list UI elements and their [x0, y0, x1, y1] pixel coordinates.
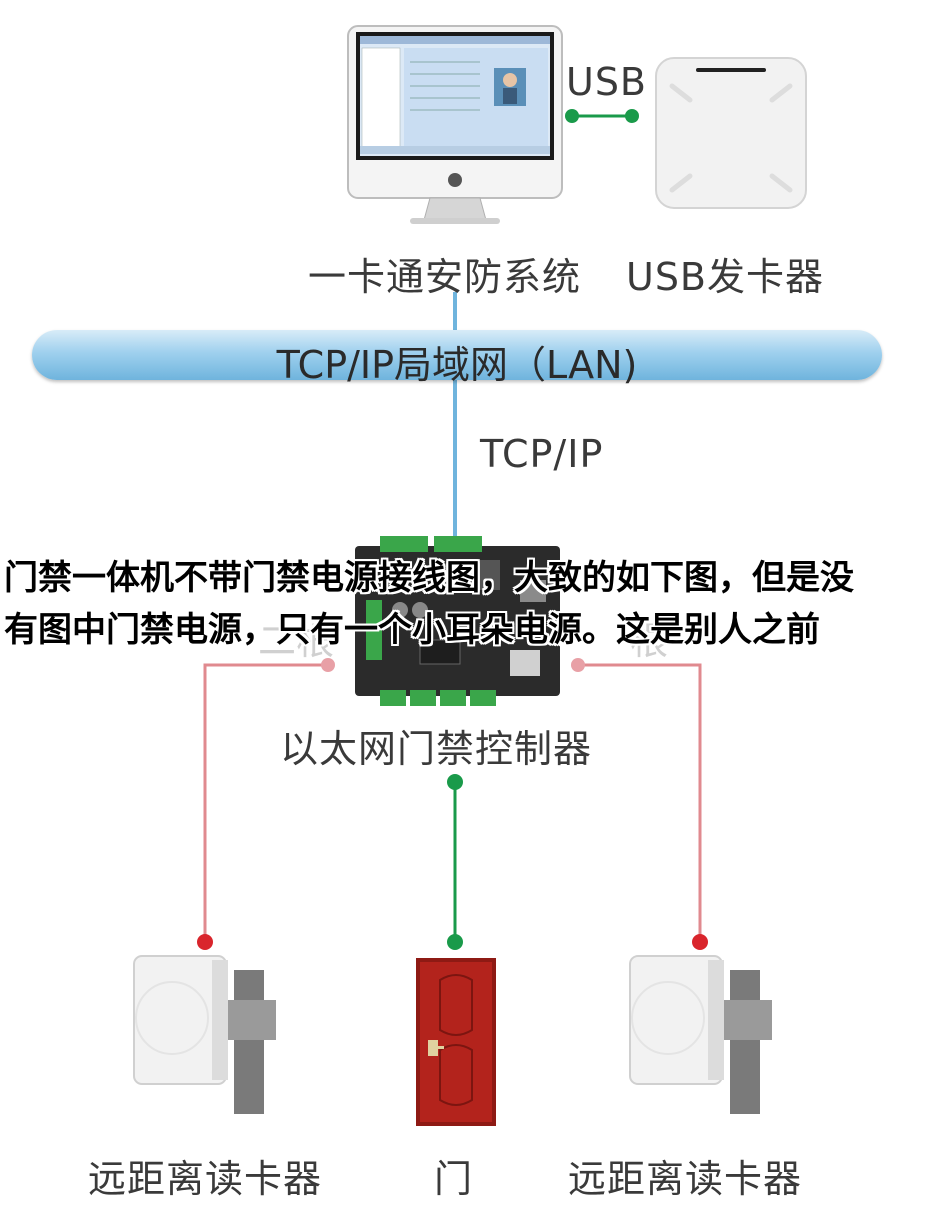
right-reader-wire-start-dot — [571, 658, 585, 672]
usb-label: USB — [566, 60, 648, 104]
long-range-reader-icon-right — [629, 955, 772, 1114]
tcpip-label: TCP/IP — [480, 432, 604, 476]
left-reader-wire-start-dot — [321, 658, 335, 672]
overlay-line-1: 门禁一体机不带门禁电源接线图，大致的如下图，但是没 — [4, 558, 854, 598]
right-reader-wire — [578, 663, 702, 940]
usb-link-dot-right — [625, 109, 639, 123]
usb-issuer-label: USB发卡器 — [626, 255, 825, 299]
door-wire-end-dot — [447, 934, 463, 950]
lan-bar: TCP/IP局域网（LAN) — [32, 330, 882, 387]
door-label: 门 — [434, 1157, 474, 1201]
system-label: 一卡通安防系统 — [308, 255, 582, 299]
access-control-board-icon — [355, 536, 560, 706]
lan-label: TCP/IP局域网（LAN) — [276, 343, 638, 387]
left-reader-wire-end-dot — [197, 934, 213, 950]
right-reader-wire-end-dot — [692, 934, 708, 950]
door-icon — [416, 958, 496, 1126]
imac-computer-icon — [347, 25, 563, 224]
reader-left-label: 远距离读卡器 — [88, 1157, 323, 1201]
ghost-text-right: 根 — [630, 619, 669, 663]
ghost-text-left: 二根 — [258, 619, 335, 663]
left-reader-wire — [203, 663, 328, 940]
long-range-reader-icon-left — [133, 955, 276, 1114]
door-wire-start-dot — [447, 774, 463, 790]
reader-right-label: 远距离读卡器 — [568, 1157, 803, 1201]
usb-card-issuer-icon — [655, 57, 807, 209]
usb-link-dot-left — [565, 109, 579, 123]
overlay-line-2: 有图中门禁电源，只有一个小耳朵电源。这是别人之前 — [4, 610, 820, 650]
controller-label: 以太网门禁控制器 — [280, 727, 593, 771]
